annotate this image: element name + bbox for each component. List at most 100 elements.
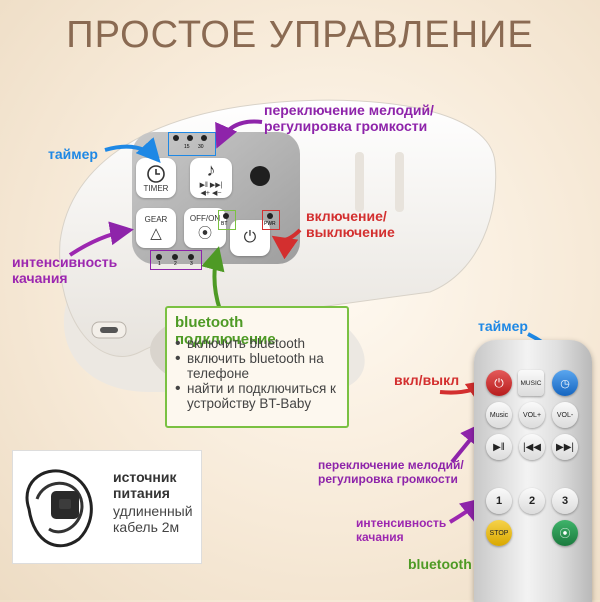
- gear-led: [172, 254, 178, 260]
- remote-vol-up-label: VOL+: [522, 411, 542, 419]
- timer-button-label: TIMER: [143, 183, 169, 193]
- remote-music-top-label: MUSIC: [520, 379, 542, 387]
- remote-vol-down-button[interactable]: VOL-: [552, 402, 578, 428]
- gear-led-label: 1: [158, 261, 161, 267]
- power-supply-title-line: питания: [113, 485, 170, 501]
- melody-callout-line: переключение мелодий/: [264, 102, 434, 118]
- timer-led-label: 30: [198, 144, 204, 150]
- remote-power-button[interactable]: ⏻: [486, 370, 512, 396]
- gear-led: [188, 254, 194, 260]
- list-item: включить bluetooth на телефоне: [175, 351, 347, 381]
- pwr-led-label: PWR: [264, 221, 276, 227]
- swing-callout-line: интенсивность: [12, 254, 118, 270]
- remote-next-button[interactable]: ▶▶|: [552, 434, 578, 460]
- next-icon: ▶▶|: [556, 441, 574, 453]
- gear-button[interactable]: GEAR △: [136, 208, 176, 248]
- offon-button[interactable]: OFF/ON ⦿: [184, 208, 226, 248]
- remote-2-label: 2: [528, 495, 536, 507]
- power-supply-desc-line: удлиненный: [113, 503, 193, 519]
- timer-arrow: [104, 137, 161, 163]
- offon-button-label: OFF/ON: [189, 213, 221, 223]
- timer-led: [187, 135, 193, 141]
- power-supply-title-line: источник: [113, 469, 177, 485]
- gear-leds: 1 2 3: [150, 250, 202, 270]
- list-item: найти и подключиться к устройству BT-Bab…: [175, 381, 347, 411]
- bt-led: BT: [218, 210, 236, 230]
- power-supply-desc-line: кабель 2м: [113, 519, 180, 535]
- clock-icon: [147, 164, 165, 183]
- melody-arrow: [215, 119, 263, 149]
- remote-music-top-button[interactable]: MUSIC: [518, 370, 544, 396]
- power-callout: включение/ выключение: [306, 208, 395, 240]
- remote-prev-button[interactable]: |◀◀: [519, 434, 545, 460]
- remote-bluetooth-button[interactable]: ⦿: [552, 520, 578, 546]
- remote-timer-button[interactable]: ◷: [552, 370, 578, 396]
- bluetooth-power-icon: ⦿: [198, 224, 212, 241]
- power-supply-box: источник питания удлиненный кабель 2м: [12, 450, 202, 564]
- timer-callout: таймер: [48, 146, 98, 162]
- remote-melody-callout-line: переключение мелодий/: [318, 458, 464, 472]
- timer-led-label: 15: [184, 144, 190, 150]
- remote-music-button[interactable]: Music: [486, 402, 512, 428]
- music-note-icon: ♪: [206, 159, 216, 180]
- remote-play-pause-button[interactable]: ▶‖: [486, 434, 512, 460]
- power-icon: ⏻: [494, 375, 504, 390]
- timer-button[interactable]: TIMER: [136, 158, 176, 198]
- remote-swing-callout-line: интенсивность: [356, 516, 447, 530]
- remote-3-label: 3: [561, 495, 569, 507]
- remote-control: ⏻ MUSIC ◷ Music VOL+ VOL- ▶‖ |◀◀ ▶▶| 1 2…: [474, 340, 592, 602]
- bluetooth-arrow: [201, 246, 225, 311]
- bluetooth-connection-box: bluetooth подключение включить bluetooth…: [165, 306, 349, 428]
- remote-swing-callout: интенсивность качания: [356, 516, 446, 544]
- remote-vol-down-label: VOL-: [556, 411, 574, 419]
- pwr-led: PWR: [262, 210, 280, 230]
- power-button[interactable]: ⏻: [230, 220, 270, 256]
- triangle-icon: △: [150, 224, 162, 242]
- power-adapter-image: [25, 469, 93, 548]
- power-supply-title: источник питания: [113, 469, 176, 501]
- melody-callout: переключение мелодий/ регулировка громко…: [264, 102, 434, 134]
- swing-arrow: [68, 221, 134, 257]
- music-button[interactable]: ♪ ▶‖ ▶▶| ◀+ ◀−: [190, 158, 232, 198]
- play-next-icon: ▶‖ ▶▶|: [199, 181, 223, 189]
- remote-1-label: 1: [495, 495, 503, 507]
- remote-2-button[interactable]: 2: [519, 488, 545, 514]
- gear-led-label: 3: [190, 261, 193, 267]
- remote-stop-button[interactable]: STOP: [486, 520, 512, 546]
- gear-button-label: GEAR: [144, 214, 168, 224]
- remote-melody-callout: переключение мелодий/ регулировка громко…: [318, 458, 464, 486]
- pwr-led-dot: [267, 213, 273, 219]
- bluetooth-steps: включить bluetooth включить bluetooth на…: [175, 336, 347, 411]
- power-supply-desc: удлиненный кабель 2м: [113, 503, 193, 535]
- remote-1-button[interactable]: 1: [486, 488, 512, 514]
- remote-bluetooth-callout: bluetooth: [408, 556, 472, 572]
- remote-3-button[interactable]: 3: [552, 488, 578, 514]
- gear-led: [156, 254, 162, 260]
- page-title: ПРОСТОЕ УПРАВЛЕНИЕ: [66, 14, 534, 56]
- volume-icon: ◀+ ◀−: [200, 189, 222, 197]
- remote-power-callout: вкл/выкл: [394, 372, 460, 388]
- remote-music-label: Music: [489, 411, 509, 419]
- power-icon: ⏻: [243, 229, 257, 246]
- remote-stop-label: STOP: [489, 529, 509, 537]
- power-arrow: [271, 228, 302, 260]
- power-callout-line: включение/: [306, 208, 387, 224]
- bluetooth-power-icon: ⦿: [559, 528, 571, 540]
- bt-led-label: BT: [221, 221, 228, 227]
- play-pause-icon: ▶‖: [493, 441, 505, 453]
- power-callout-line: выключение: [306, 224, 395, 240]
- timer-led: [201, 135, 207, 141]
- bt-led-dot: [223, 213, 229, 219]
- timer-led: [173, 135, 179, 141]
- remote-vol-up-button[interactable]: VOL+: [519, 402, 545, 428]
- swing-callout-line: качания: [12, 270, 68, 286]
- remote-swing-callout-line: качания: [356, 530, 404, 544]
- clock-icon: ◷: [560, 377, 570, 390]
- previous-icon: |◀◀: [523, 441, 541, 453]
- swing-callout: интенсивность качания: [12, 254, 117, 286]
- remote-timer-callout: таймер: [478, 318, 528, 334]
- gear-led-label: 2: [174, 261, 177, 267]
- list-item: включить bluetooth: [175, 336, 347, 351]
- melody-callout-line: регулировка громкости: [264, 118, 428, 134]
- remote-melody-callout-line: регулировка громкости: [318, 472, 458, 486]
